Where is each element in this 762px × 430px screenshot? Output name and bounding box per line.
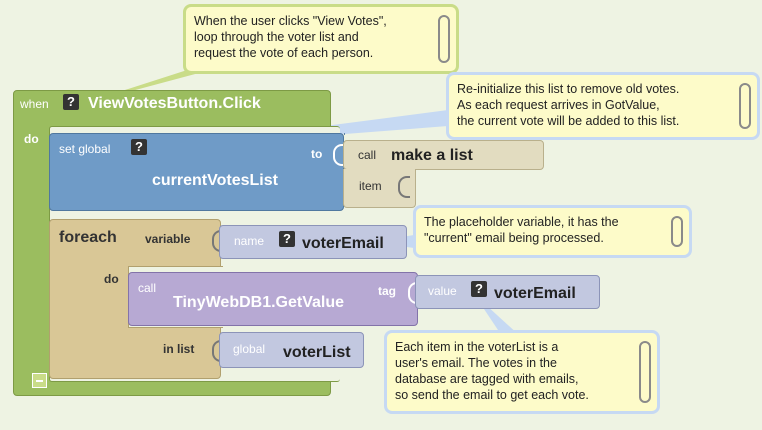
make-a-list-block[interactable] [343,140,544,170]
event-name: ViewVotesButton.Click [88,95,261,112]
comment-resize-handle[interactable] [671,216,683,247]
foreach-label: foreach [59,229,117,246]
comment-line: the current vote will be added to this l… [457,114,680,128]
item-label: item [359,179,382,193]
item-socket [398,176,410,198]
to-socket [333,144,345,166]
in-list-label: in list [163,342,195,356]
when-label: when [20,97,49,111]
value-label: value [428,284,457,298]
set-global-block[interactable] [49,133,344,211]
top-comment[interactable]: When the user clicks "View Votes", loop … [183,4,459,74]
set-global-cap [344,133,345,135]
name-label: name [234,234,265,248]
tag-label: tag [378,284,396,298]
comment-line: As each request arrives in GotValue, [457,98,660,112]
value-value: voterEmail [494,285,576,302]
set-var-name: currentVotesList [152,172,278,189]
global-label: global [233,342,266,356]
help-icon[interactable]: ? [471,281,487,297]
getvalue-call-block[interactable] [128,272,418,326]
comment-line: Each item in the voterList is a [395,340,559,354]
in-list-socket [212,340,224,362]
global-value: voterList [283,344,351,361]
variable-label: variable [145,232,191,246]
comment-line: user's email. The votes in the [395,356,557,370]
comment-line: loop through the voter list and [194,30,359,44]
variable-socket [212,230,224,252]
collapse-icon[interactable] [32,373,47,388]
tag-socket [408,282,420,304]
comment-line: database are tagged with emails, [395,372,579,386]
name-variable-block[interactable] [219,225,407,259]
global-variable-block[interactable] [219,332,364,368]
set-global-label: set global [59,142,111,156]
make-list-call-label: call [358,148,377,162]
comment-resize-handle[interactable] [438,15,450,63]
make-list-name: make a list [391,147,473,164]
to-label: to [311,147,323,161]
help-icon[interactable]: ? [279,231,295,247]
do-label: do [24,132,39,146]
comment-resize-handle[interactable] [639,341,651,403]
comment-line: "current" email being processed. [424,231,604,245]
comment-line: request the vote of each person. [194,46,374,60]
foreach-do-label: do [104,272,119,286]
help-icon[interactable]: ? [131,139,147,155]
make-a-list-body [343,169,416,208]
value-variable-block[interactable] [415,275,600,309]
comment-line: When the user clicks "View Votes", [194,14,387,28]
comment-line: The placeholder variable, it has the [424,215,619,229]
comment-line: so send the email to get each vote. [395,388,589,402]
reinit-comment[interactable]: Re-initialize this list to remove old vo… [446,72,760,140]
help-icon[interactable]: ? [63,94,79,110]
comment-resize-handle[interactable] [739,83,751,129]
each-item-comment[interactable]: Each item in the voterList is a user's e… [384,330,660,414]
placeholder-comment[interactable]: The placeholder variable, it has the "cu… [413,205,692,258]
name-value: voterEmail [302,235,384,252]
getvalue-name: TinyWebDB1.GetValue [173,294,345,311]
getvalue-call-label: call [138,281,157,295]
comment-line: Re-initialize this list to remove old vo… [457,82,680,96]
